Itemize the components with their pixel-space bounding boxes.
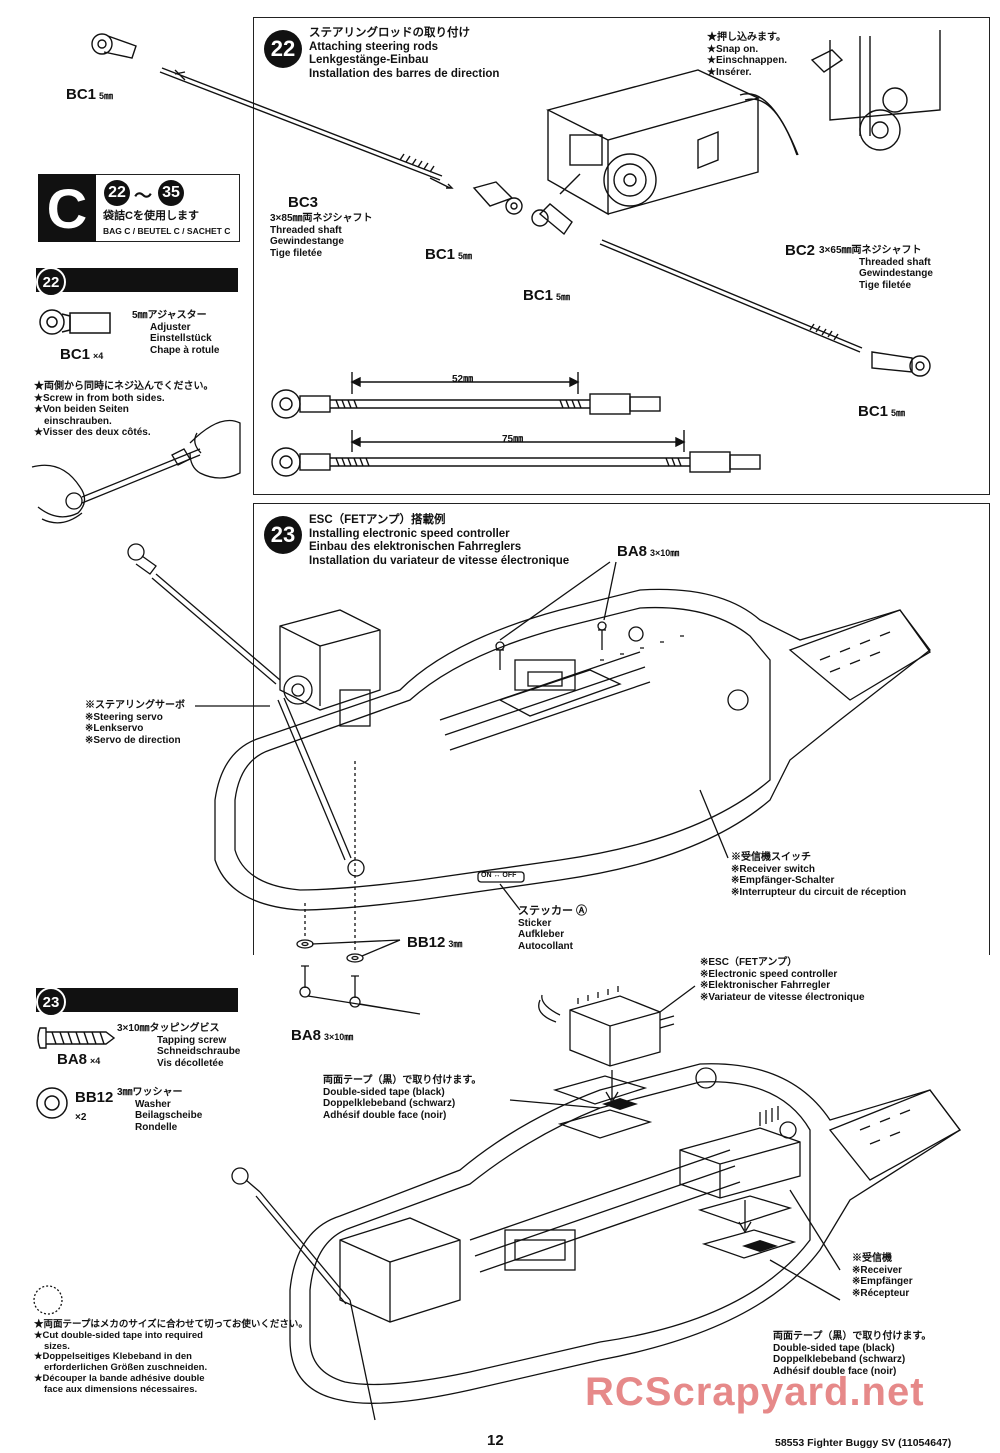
step22-title-ja: ステアリングロッドの取り付け bbox=[309, 27, 470, 39]
parts22-code: BC1×4 bbox=[60, 346, 104, 363]
chassis-drawing-top bbox=[127, 543, 931, 1015]
tape2-label: 両面テープ（黒）で取り付けます。 Double-sided tape (blac… bbox=[773, 1331, 932, 1377]
bag-c-use: BAG C / BEUTEL C / SACHET C bbox=[103, 226, 231, 236]
bc3-label: BC3 bbox=[288, 194, 319, 211]
tape-cut-note: ★両面テープはメカのサイズに合わせて切ってお使いください。 ★Cut doubl… bbox=[34, 1319, 308, 1395]
bag-c-range-to: 35 bbox=[158, 180, 184, 206]
step23-number: 23 bbox=[264, 516, 302, 554]
parts22-number: 22 bbox=[36, 267, 66, 297]
parts23-bb12-desc: 3㎜ワッシャー Washer Beilagscheibe Rondelle bbox=[117, 1087, 203, 1133]
step23-title-en: Installing electronic speed controller bbox=[309, 527, 510, 540]
step23-title-ja: ESC（FETアンプ）搭載例 bbox=[309, 514, 446, 526]
watermark: RCScrapyard.net bbox=[585, 1370, 925, 1414]
bc2-label: BC2 bbox=[785, 242, 816, 259]
esc-label: ※ESC（FETアンプ） ※Electronic speed controlle… bbox=[700, 957, 865, 1003]
page-number: 12 bbox=[487, 1432, 504, 1449]
step22-panel bbox=[253, 17, 990, 495]
bag-c-letter: C bbox=[38, 174, 96, 242]
bag-c-range-from: 22 bbox=[104, 180, 130, 206]
sticker-label: ステッカー Ⓐ Sticker Aufkleber Autocollant bbox=[518, 905, 588, 952]
step22-title-en: Attaching steering rods bbox=[309, 40, 439, 53]
parts23-bar: 23 bbox=[36, 987, 238, 1017]
step22-title-fr: Installation des barres de direction bbox=[309, 67, 500, 80]
tape1-label: 両面テープ（黒）で取り付けます。 Double-sided tape (blac… bbox=[323, 1075, 482, 1121]
bag-c-range-sep: ～ bbox=[134, 186, 152, 206]
sticker-text: ON ↔ OFF bbox=[481, 872, 517, 879]
parts23-bb12-qty: ×2 bbox=[75, 1112, 87, 1123]
hands-illustration bbox=[31, 419, 241, 524]
step22-number: 22 bbox=[264, 30, 302, 68]
screw-note: ★両側から同時にネジ込んでください。 ★Screw in from both s… bbox=[34, 381, 214, 438]
snap-note: ★押し込みます。 ★Snap on. ★Einschnappen. ★Insér… bbox=[707, 32, 788, 78]
step22-title-de: Lenkgestänge-Einbau bbox=[309, 54, 429, 66]
bc2-desc: 3×65㎜両ネジシャフト Threaded shaft Gewindestang… bbox=[819, 245, 933, 291]
washer-icon bbox=[36, 1087, 68, 1119]
parts22-bar: 22 bbox=[36, 267, 238, 297]
step23-title-de: Einbau des elektronischen Fahrreglers bbox=[309, 541, 522, 553]
receiver-label: ※受信機 ※Receiver ※Empfänger ※Récepteur bbox=[852, 1253, 913, 1299]
product-code: 58553 Fighter Buggy SV (11054647) bbox=[775, 1437, 952, 1449]
servo-label: ※ステアリングサーボ ※Steering servo ※Lenkservo ※S… bbox=[85, 700, 185, 746]
receiver-switch-label: ※受信機スイッチ ※Receiver switch ※Empfänger-Sch… bbox=[731, 852, 907, 898]
dim-75: 75㎜ bbox=[502, 434, 524, 445]
adjuster-icon bbox=[39, 309, 111, 335]
step23-title-fr: Installation du variateur de vitesse éle… bbox=[309, 554, 570, 567]
parts22-desc: 5㎜アジャスター Adjuster Einstellstück Chape à … bbox=[132, 310, 220, 356]
parts23-ba8-code: BA8×4 bbox=[57, 1051, 101, 1068]
step22-title: ステアリングロッドの取り付け Attaching steering rods L… bbox=[309, 27, 499, 81]
parts23-ba8-desc: 3×10㎜タッピングビス Tapping screw Schneidschrau… bbox=[117, 1023, 241, 1069]
tapping-screw-icon bbox=[37, 1027, 116, 1049]
parts23-number: 23 bbox=[36, 987, 66, 1017]
bag-c-use-ja: 袋詰Cを使用します bbox=[103, 210, 199, 222]
step22-drawing bbox=[91, 30, 941, 477]
bc3-desc: 3×85㎜両ネジシャフト Threaded shaft Gewindestang… bbox=[270, 213, 373, 259]
dim-52: 52㎜ bbox=[452, 374, 474, 385]
step23-title: ESC（FETアンプ）搭載例 Installing electronic spe… bbox=[309, 514, 569, 568]
parts23-bb12-code: BB12 bbox=[75, 1089, 114, 1106]
step23-panel bbox=[253, 503, 990, 955]
